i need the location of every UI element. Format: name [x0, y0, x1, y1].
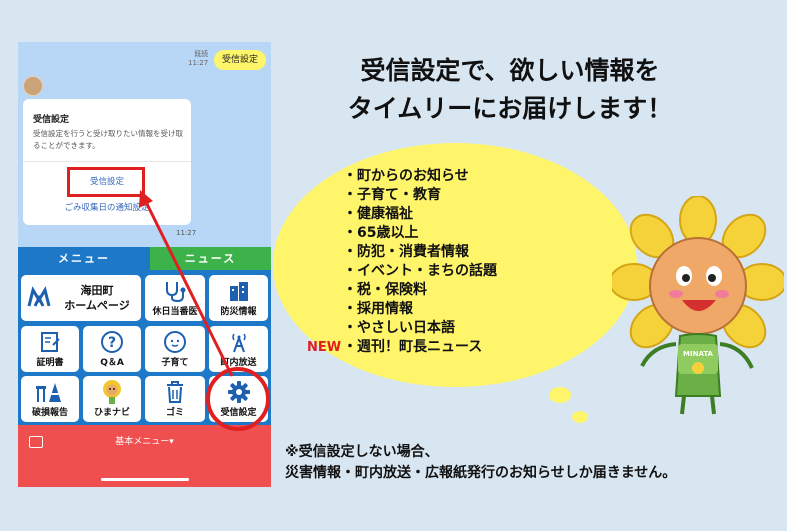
tile-certificate[interactable]: 証明書 — [21, 326, 79, 372]
avatar — [23, 76, 43, 96]
baby-icon — [164, 331, 186, 353]
headline-line2: タイムリーにお届けします！ — [347, 94, 673, 123]
phone-screenshot: 既読 11:27 受信設定 受信設定 受信設定を行うと受け取りたい情報を受け取る… — [18, 42, 271, 487]
tile-himanavi[interactable]: ひまナビ — [83, 376, 141, 422]
tile-label: 子育て — [161, 358, 189, 368]
note: ※受信設定しない場合、 災害情報・町内放送・広報紙発行のお知らせしか届きません。 — [285, 442, 676, 484]
topic-item: ・防犯・消費者情報 — [343, 244, 469, 260]
receive-settings-link[interactable]: 受信設定 — [89, 177, 124, 187]
trash-icon — [167, 381, 183, 403]
note-line1: ※受信設定しない場合、 — [285, 444, 439, 460]
tile-label: 町内放送 — [220, 358, 257, 368]
topic-item: ・町からのお知らせ — [343, 168, 469, 184]
headline: 受信設定で、欲しい情報を タイムリーにお届けします！ — [300, 52, 720, 128]
topic-item: ・65歳以上 — [343, 225, 419, 241]
garbage-notification-link[interactable]: ごみ収集日の通知設定 — [64, 203, 150, 213]
note-line2: 災害情報・町内放送・広報紙発行のお知らせしか届きません。 — [285, 465, 677, 481]
sent-meta: 既読 11:27 — [188, 50, 208, 68]
town-logo-icon — [27, 286, 51, 307]
keyboard-icon[interactable] — [29, 436, 43, 448]
topic-item: ・子育て・教育 — [343, 187, 441, 203]
basic-menu-toggle[interactable]: 基本メニュー▾ — [115, 437, 174, 447]
sent-message-bubble: 受信設定 — [214, 50, 266, 70]
tile-label: 防災情報 — [220, 307, 257, 317]
topic-item-label: ・週刊！町長ニュース — [343, 339, 483, 355]
cloud-shape — [273, 143, 637, 387]
stethoscope-icon — [166, 282, 186, 302]
bottom-menu-bar: 基本メニュー▾ — [18, 425, 271, 487]
tile-label: ひまナビ — [93, 408, 130, 418]
tile-town-homepage[interactable]: 海田町 ホームページ — [21, 275, 141, 321]
highlight-circle — [206, 367, 270, 431]
question-icon: ? — [101, 331, 123, 353]
mascot-badge: MINATA — [683, 350, 714, 358]
tab-menu[interactable]: メニュー — [18, 247, 150, 270]
arrow-line — [143, 199, 234, 377]
arrow-head — [139, 190, 153, 208]
home-indicator — [101, 478, 189, 481]
tile-label: Q＆A — [100, 358, 124, 368]
card-body: 受信設定を行うと受け取りたい情報を受け取ることができます。 — [33, 129, 183, 150]
tile-label: 海田町 — [80, 284, 114, 297]
tile-label: 休日当番医 — [152, 307, 198, 317]
cloud-dot-small — [572, 411, 588, 423]
topic-list: ・町からのお知らせ ・子育て・教育 ・健康福祉 ・65歳以上 ・防犯・消費者情報… — [307, 167, 497, 357]
tab-news[interactable]: ニュース — [150, 247, 271, 270]
message-card: 受信設定 受信設定を行うと受け取りたい情報を受け取ることができます。 受信設定 … — [23, 99, 191, 225]
tile-label: 証明書 — [36, 358, 64, 368]
mascot-icon — [103, 380, 121, 404]
tile-label: ホームページ — [64, 299, 130, 312]
read-status: 既読 — [194, 50, 209, 58]
sent-time: 11:27 — [188, 59, 209, 67]
tile-garbage[interactable]: ゴミ — [145, 376, 205, 422]
topic-item: ・税・保険料 — [343, 282, 427, 298]
highlight-rect — [67, 167, 145, 197]
antenna-icon — [231, 333, 246, 353]
topic-item-new: NEW ・週刊！町長ニュース — [307, 338, 497, 357]
tile-label: ゴミ — [165, 408, 184, 418]
disaster-building-icon — [229, 282, 248, 301]
tile-damage-report[interactable]: 破損報告 — [21, 376, 79, 422]
topic-item: ・イベント・まちの話題 — [343, 263, 497, 279]
received-time: 11:27 — [176, 229, 197, 237]
cloud-dot-large — [549, 387, 571, 403]
tile-qa[interactable]: ? Q＆A — [83, 326, 141, 372]
tile-disaster-info[interactable]: 防災情報 — [209, 275, 268, 321]
topic-item: ・健康福祉 — [343, 206, 413, 222]
mascot-illustration: MINATA — [612, 196, 784, 415]
new-badge: NEW — [307, 340, 342, 355]
topic-item: ・採用情報 — [343, 301, 413, 317]
headline-line1: 受信設定で、欲しい情報を — [360, 56, 660, 85]
tile-label: 破損報告 — [31, 408, 68, 418]
divider — [23, 161, 191, 162]
chat-area: 既読 11:27 受信設定 受信設定 受信設定を行うと受け取りたい情報を受け取る… — [18, 42, 271, 247]
cone-icon — [36, 383, 61, 402]
card-title: 受信設定 — [33, 115, 70, 125]
certificate-icon — [41, 332, 60, 352]
topic-item: ・やさしい日本語 — [343, 320, 455, 336]
svg-text:?: ? — [108, 335, 116, 351]
tile-childcare[interactable]: 子育て — [145, 326, 205, 372]
